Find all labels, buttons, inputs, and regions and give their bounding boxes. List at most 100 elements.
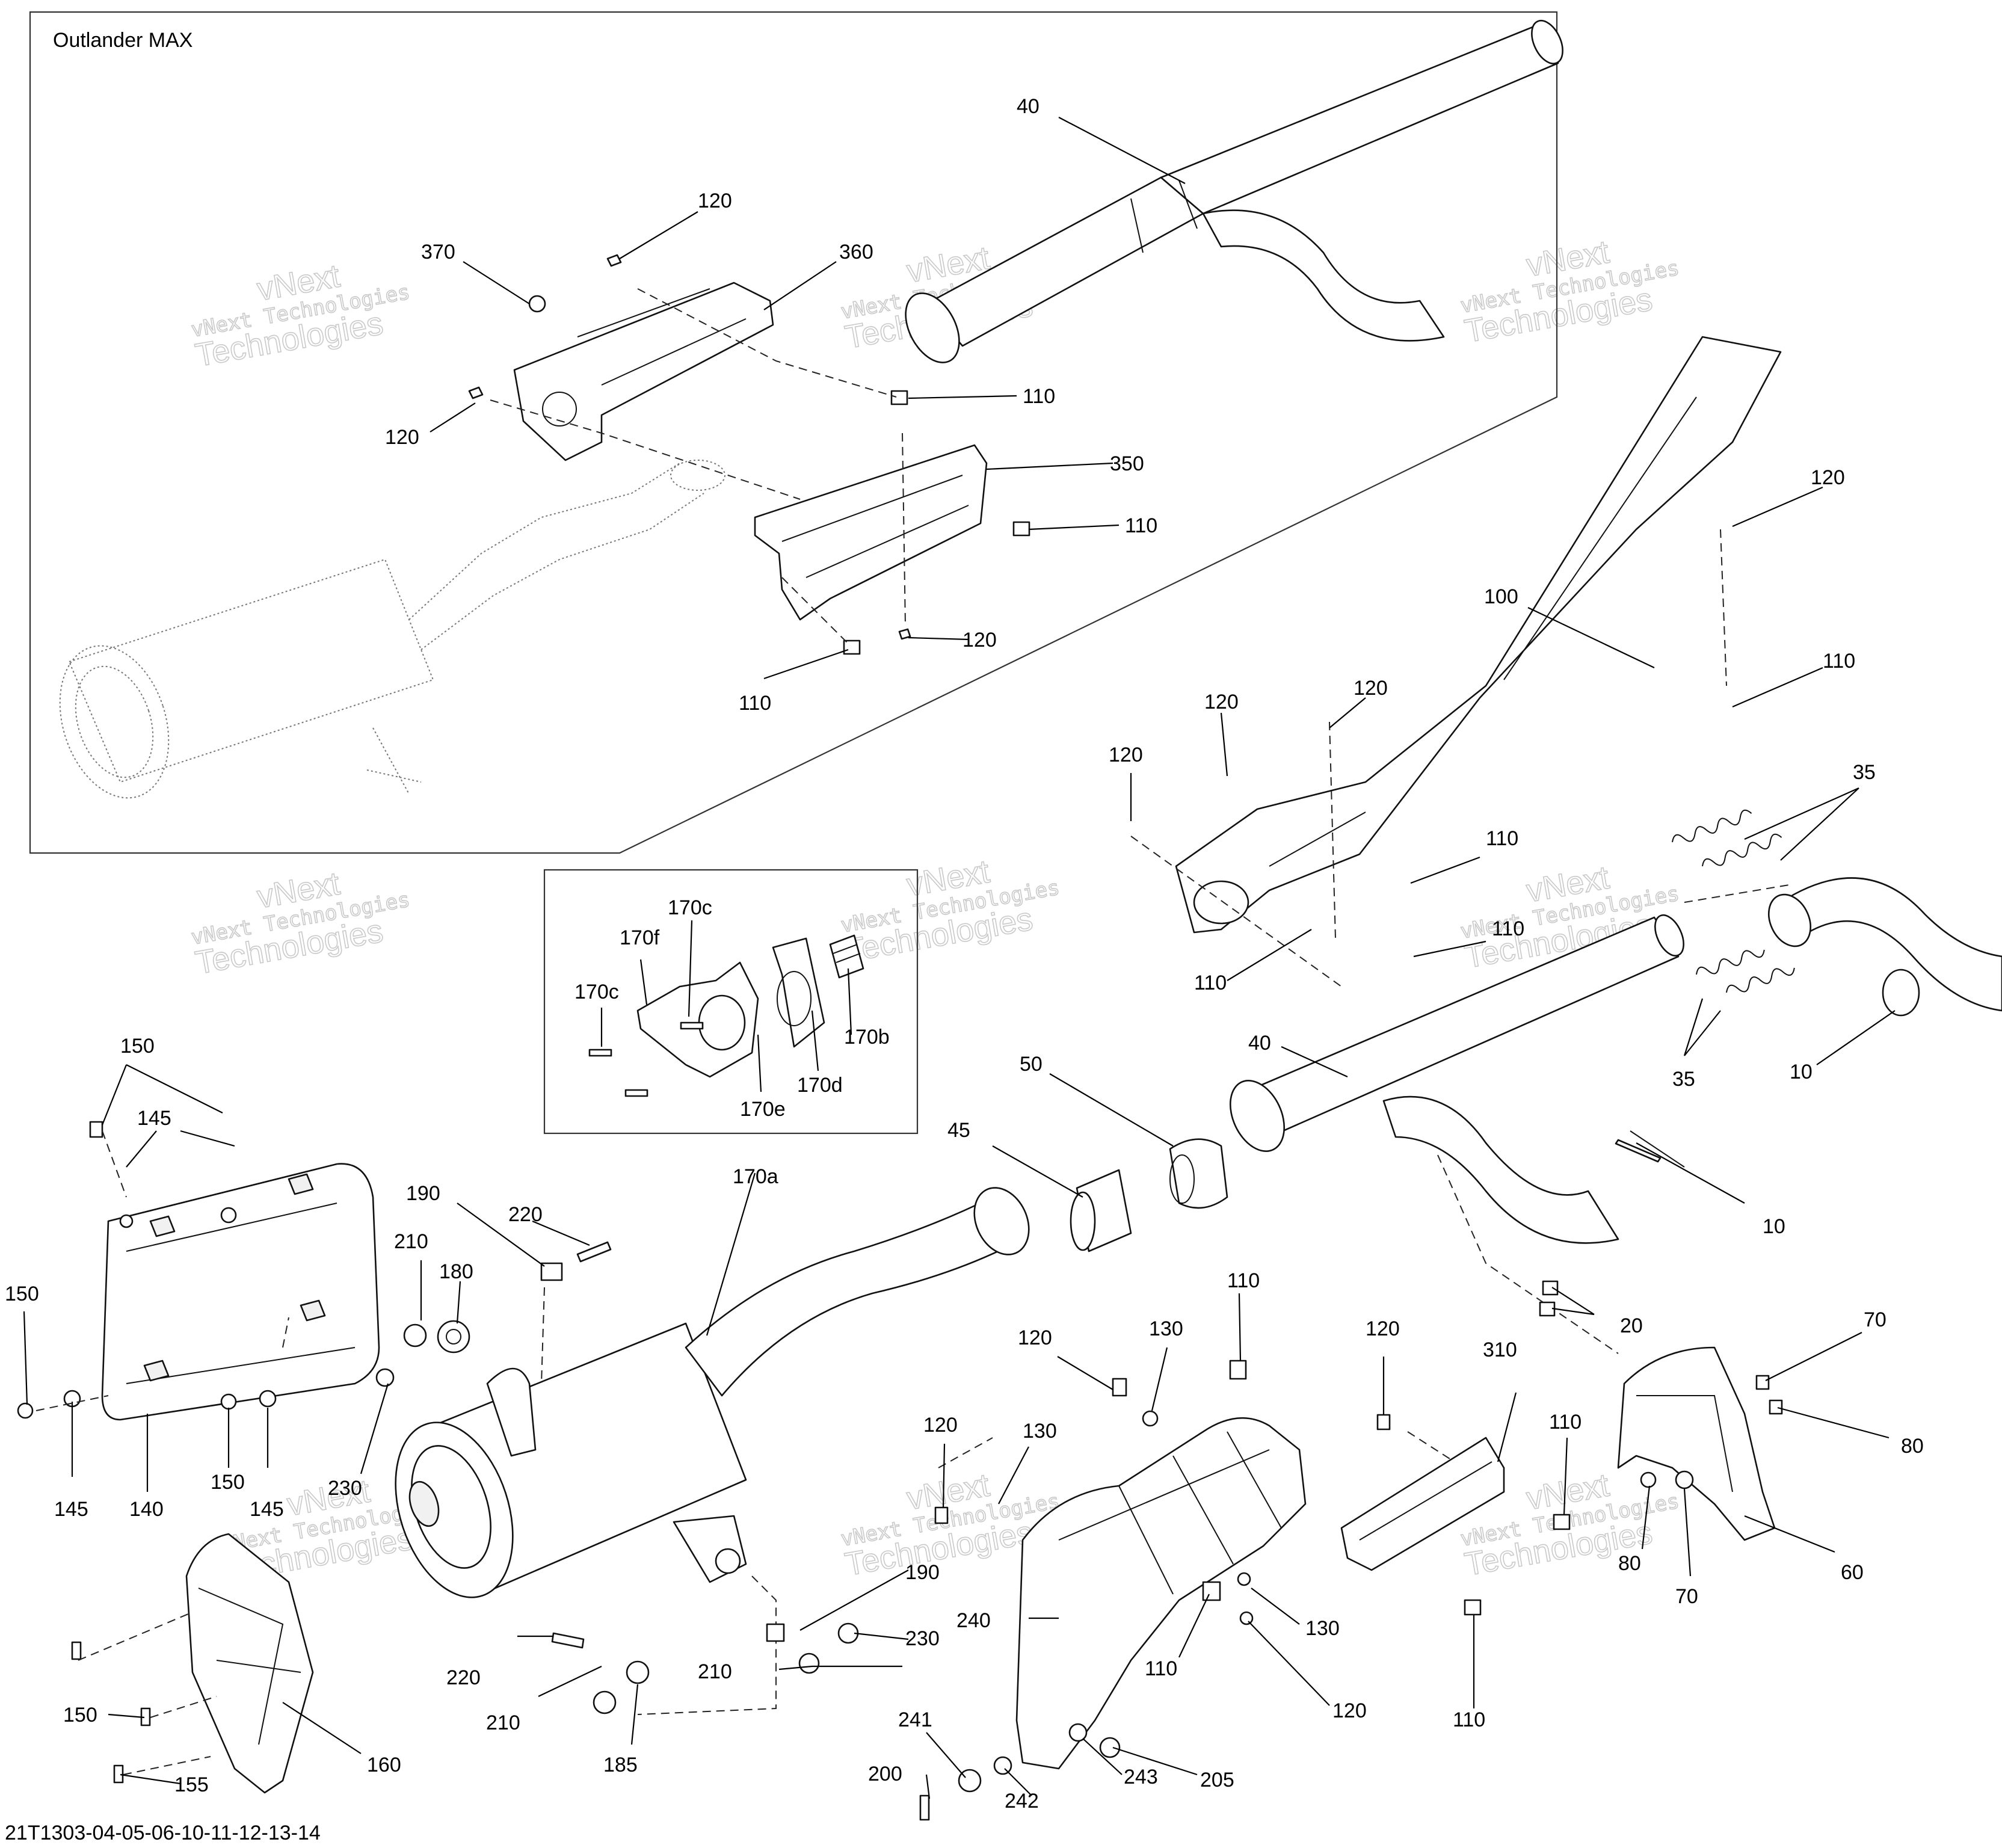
callout-210: 210 bbox=[698, 1660, 732, 1683]
watermark-4: vNext vNext Technologies Technologies bbox=[189, 865, 412, 982]
callout-150: 150 bbox=[5, 1283, 39, 1305]
callout-120: 120 bbox=[1109, 744, 1143, 766]
part-350-heat-shield bbox=[754, 444, 988, 621]
part-170-flange-assembly bbox=[588, 934, 864, 1097]
callout-110: 110 bbox=[1549, 1411, 1582, 1434]
callout-50: 50 bbox=[1020, 1053, 1043, 1076]
callout-110: 110 bbox=[1453, 1708, 1485, 1731]
callout-205: 205 bbox=[1200, 1769, 1234, 1791]
callout-130: 130 bbox=[1305, 1617, 1340, 1640]
part-45-50-clamp bbox=[1070, 1138, 1228, 1252]
callout-10: 10 bbox=[1790, 1061, 1813, 1083]
callout-243: 243 bbox=[1124, 1766, 1158, 1788]
callout-210: 210 bbox=[394, 1230, 428, 1253]
inset-title: Outlander MAX bbox=[53, 29, 192, 52]
callout-120: 120 bbox=[1332, 1699, 1367, 1722]
small-fasteners-center bbox=[551, 1139, 1783, 1821]
diagram-code: 21T1303-04-05-06-10-11-12-13-14 bbox=[5, 1822, 321, 1844]
callout-241: 241 bbox=[898, 1708, 932, 1731]
dashed-assembly-lines-top bbox=[490, 288, 906, 644]
callout-145: 145 bbox=[250, 1498, 284, 1521]
part-60-heat-shield bbox=[1617, 1346, 1776, 1541]
callout-220: 220 bbox=[508, 1203, 543, 1226]
dashed-assembly-lines-left bbox=[35, 1130, 993, 1775]
callout-230: 230 bbox=[328, 1477, 362, 1500]
callout-110: 110 bbox=[1492, 917, 1524, 940]
callout-110: 110 bbox=[1194, 972, 1227, 994]
callout-120: 120 bbox=[698, 189, 732, 212]
part-10-right-pipe-end bbox=[1630, 877, 2002, 1168]
callout-40: 40 bbox=[1248, 1032, 1271, 1055]
callout-370: 370 bbox=[421, 241, 455, 263]
callout-35: 35 bbox=[1853, 761, 1876, 784]
watermark-5: vNext vNext Technologies Technologies bbox=[839, 853, 1062, 970]
callout-170f: 170f bbox=[620, 926, 660, 949]
part-160-heat-shield bbox=[185, 1533, 314, 1794]
callout-110: 110 bbox=[739, 692, 771, 715]
callout-145: 145 bbox=[137, 1107, 171, 1130]
springs-35 bbox=[1672, 809, 1795, 993]
callout-45: 45 bbox=[947, 1119, 970, 1142]
callout-120: 120 bbox=[385, 426, 419, 449]
callout-170c: 170c bbox=[574, 981, 619, 1003]
callout-360: 360 bbox=[839, 241, 873, 263]
part-140-heat-shield bbox=[101, 1163, 380, 1421]
callout-145: 145 bbox=[54, 1498, 88, 1521]
callout-130: 130 bbox=[1023, 1420, 1057, 1443]
callout-210: 210 bbox=[486, 1711, 520, 1734]
part-muffler bbox=[395, 1187, 1030, 1598]
callout-35: 35 bbox=[1672, 1068, 1695, 1091]
callout-350: 350 bbox=[1110, 452, 1144, 475]
watermark-1: vNext vNext Technologies Technologies bbox=[189, 257, 412, 374]
part-40-right-pipe bbox=[1229, 914, 1684, 1244]
callout-110: 110 bbox=[1023, 385, 1055, 408]
part-310-bracket bbox=[1340, 1437, 1505, 1571]
callout-230: 230 bbox=[905, 1627, 940, 1650]
callout-110: 110 bbox=[1823, 650, 1855, 673]
callout-185: 185 bbox=[603, 1754, 638, 1776]
callout-240: 240 bbox=[956, 1609, 991, 1632]
callout-190: 190 bbox=[905, 1561, 940, 1584]
callout-110: 110 bbox=[1125, 514, 1157, 537]
small-fasteners-left bbox=[17, 1121, 612, 1784]
callout-120: 120 bbox=[962, 629, 997, 651]
callout-120: 120 bbox=[1204, 691, 1239, 713]
part-40-upper bbox=[905, 20, 1563, 363]
callout-110: 110 bbox=[1486, 827, 1518, 850]
callout-190: 190 bbox=[406, 1182, 440, 1205]
callout-180: 180 bbox=[439, 1260, 473, 1283]
callout-160: 160 bbox=[367, 1754, 401, 1776]
small-fasteners-top bbox=[468, 254, 1030, 655]
callout-220: 220 bbox=[446, 1666, 481, 1689]
callout-170c: 170c bbox=[668, 896, 712, 919]
callout-110: 110 bbox=[1227, 1269, 1260, 1292]
part-240-heat-shield bbox=[1015, 1417, 1307, 1770]
callout-200: 200 bbox=[868, 1763, 902, 1785]
callout-120: 120 bbox=[923, 1414, 958, 1437]
callout-155: 155 bbox=[174, 1773, 209, 1796]
callout-120: 120 bbox=[1811, 466, 1845, 489]
part-100-heat-shield bbox=[1175, 336, 1782, 934]
ghost-muffler-assembly bbox=[59, 460, 725, 799]
callout-120: 120 bbox=[1366, 1317, 1400, 1340]
watermark-3: vNext vNext Technologies Technologies bbox=[1458, 233, 1681, 350]
callout-40: 40 bbox=[1017, 95, 1040, 118]
callout-140: 140 bbox=[129, 1498, 164, 1521]
callout-120: 120 bbox=[1018, 1326, 1052, 1349]
callout-100: 100 bbox=[1484, 585, 1518, 608]
callout-242: 242 bbox=[1005, 1790, 1039, 1813]
callout-60: 60 bbox=[1841, 1561, 1864, 1584]
callout-130: 130 bbox=[1149, 1317, 1183, 1340]
callout-150: 150 bbox=[63, 1704, 97, 1726]
callout-70: 70 bbox=[1675, 1585, 1698, 1608]
callout-150: 150 bbox=[120, 1035, 155, 1058]
callout-80: 80 bbox=[1618, 1552, 1641, 1575]
inset-frame-outlander-max bbox=[29, 11, 1558, 854]
callout-170d: 170d bbox=[797, 1074, 843, 1097]
callout-80: 80 bbox=[1901, 1435, 1924, 1458]
callout-10: 10 bbox=[1763, 1215, 1785, 1238]
callout-120: 120 bbox=[1354, 677, 1388, 700]
callout-110: 110 bbox=[1145, 1657, 1177, 1680]
part-360-heat-shield bbox=[513, 282, 774, 461]
